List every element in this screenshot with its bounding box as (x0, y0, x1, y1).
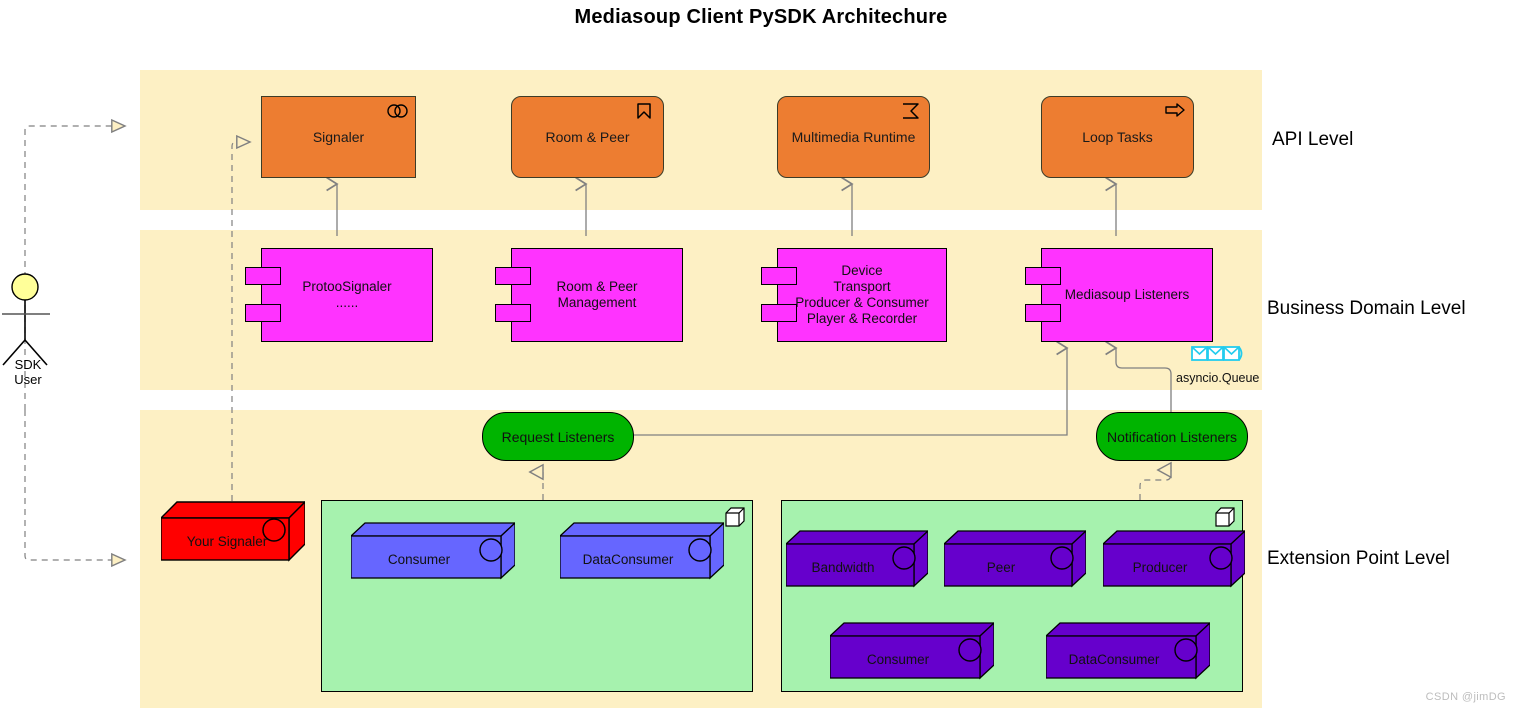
api-box-room-peer-label: Room & Peer (545, 129, 630, 145)
component-port-bottom (761, 304, 797, 322)
component-room-peer-line-1: Management (557, 295, 637, 310)
node-consumer-request[interactable]: Consumer (351, 522, 515, 580)
sdk-user-label: SDK User (0, 357, 58, 388)
listener-request-label: Request Listeners (501, 428, 615, 445)
component-port-bottom (495, 304, 531, 322)
package-cube-icon (725, 507, 745, 527)
process-arrow-icon (1164, 102, 1186, 122)
component-mediasoup-listeners-line-0: Mediasoup Listeners (1064, 287, 1190, 303)
watermark: CSDN @jimDG (1425, 691, 1506, 703)
level-label-business: Business Domain Level (1267, 298, 1466, 319)
component-room-peer-management[interactable]: Room & Peer Management (495, 248, 683, 342)
component-port-bottom (245, 304, 281, 322)
api-box-multimedia-runtime[interactable]: Multimedia Runtime (777, 96, 930, 178)
node-dataconsumer-request[interactable]: DataConsumer (560, 522, 724, 580)
component-port-bottom (1025, 304, 1061, 322)
component-protoo-signaler[interactable]: ProtooSignaler ...... (245, 248, 433, 342)
api-box-signaler-label: Signaler (312, 129, 365, 145)
component-mediasoup-listeners[interactable]: Mediasoup Listeners (1025, 248, 1213, 342)
component-mediasoup-core[interactable]: Device Transport Producer & Consumer Pla… (761, 248, 947, 342)
actor-head-icon (11, 273, 39, 301)
sdk-user-actor (0, 268, 60, 378)
component-mediasoup-core-line-2: Producer & Consumer (795, 295, 929, 310)
component-port-top (761, 267, 797, 285)
node-dataconsumer-notification[interactable]: DataConsumer (1046, 622, 1210, 680)
api-box-multimedia-runtime-label: Multimedia Runtime (791, 129, 916, 145)
api-box-loop-tasks[interactable]: Loop Tasks (1041, 96, 1194, 178)
level-label-api: API Level (1272, 129, 1354, 150)
level-label-extension: Extension Point Level (1267, 548, 1450, 569)
interface-circles-icon (386, 102, 408, 122)
package-cube-icon (1215, 507, 1235, 527)
node-consumer-notification[interactable]: Consumer (830, 622, 994, 680)
component-port-top (245, 267, 281, 285)
listener-notification-label: Notification Listeners (1107, 428, 1237, 445)
component-port-top (1025, 267, 1061, 285)
component-protoo-signaler-line-1: ...... (335, 295, 359, 310)
page-title: Mediasoup Client PySDK Architechure (574, 6, 948, 28)
node-bandwidth[interactable]: Bandwidth (786, 530, 928, 588)
component-protoo-signaler-line-0: ProtooSignaler (302, 279, 392, 295)
node-your-signaler[interactable]: Your Signaler (161, 500, 305, 562)
listener-request[interactable]: Request Listeners (482, 412, 634, 461)
node-producer[interactable]: Producer (1103, 530, 1245, 588)
component-mediasoup-core-line-1: Transport (833, 279, 891, 295)
listener-notification[interactable]: Notification Listeners (1096, 412, 1248, 461)
asyncio-queue-label: asyncio.Queue (1176, 371, 1260, 385)
api-box-loop-tasks-label: Loop Tasks (1082, 129, 1153, 145)
node-peer[interactable]: Peer (944, 530, 1086, 588)
message-queue-icon (1191, 345, 1245, 370)
sdk-user-label-line1: SDK (14, 357, 42, 372)
component-port-top (495, 267, 531, 285)
component-room-peer-line-0: Room & Peer (556, 279, 638, 295)
api-box-signaler[interactable]: Signaler (261, 96, 416, 178)
bookmark-flag-icon (634, 102, 656, 122)
sdk-user-label-line2: User (14, 371, 42, 387)
api-box-room-peer[interactable]: Room & Peer (511, 96, 664, 178)
component-mediasoup-core-line-0: Device (841, 263, 883, 279)
service-function-icon (900, 102, 922, 122)
component-mediasoup-core-line-3: Player & Recorder (806, 310, 918, 326)
